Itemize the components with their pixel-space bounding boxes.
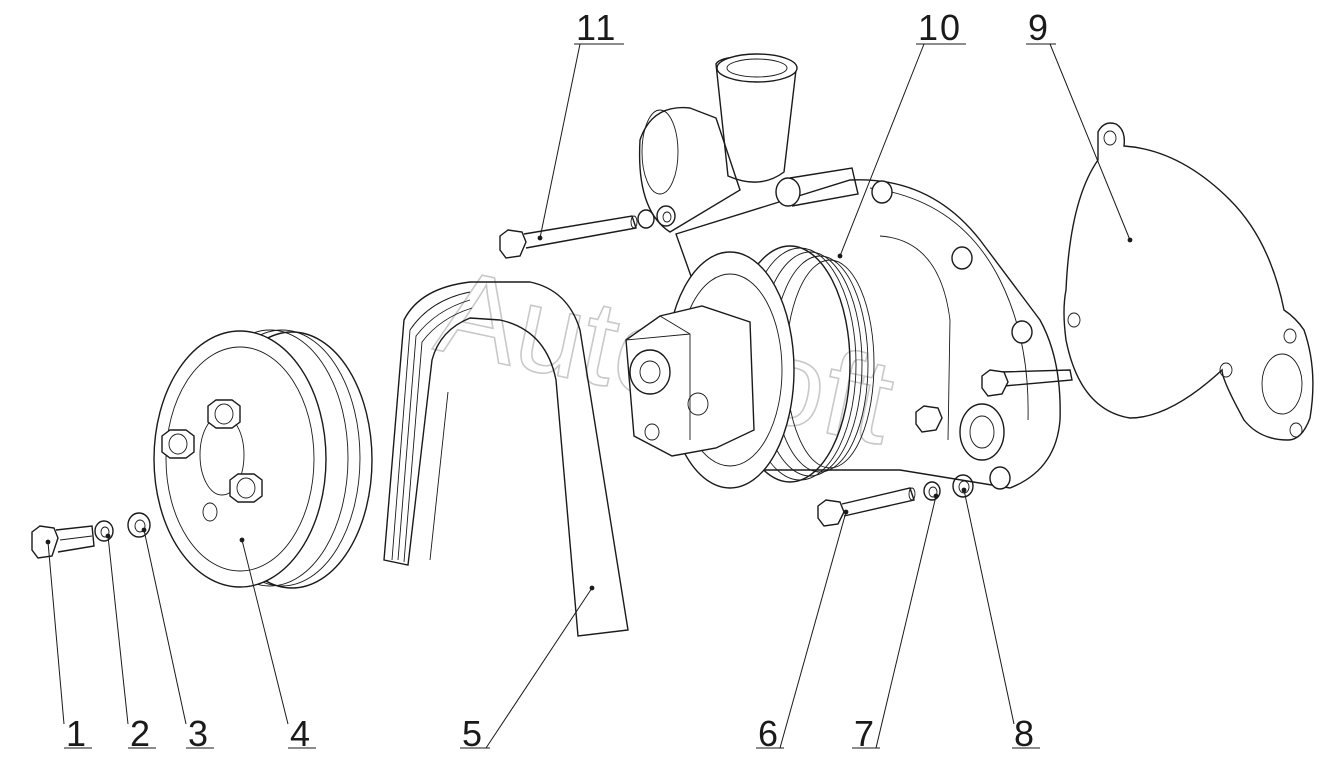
callout-labels: 1 2 3 4 5 6 7 8 9 10 11 <box>66 7 1050 754</box>
bolt-6 <box>817 487 916 527</box>
callout-11: 11 <box>576 7 617 48</box>
flat-washer-8 <box>952 474 974 498</box>
flat-washer-3 <box>127 512 151 538</box>
bolt-1 <box>31 525 95 559</box>
callout-2: 2 <box>130 713 152 754</box>
belt-5 <box>383 281 629 637</box>
callout-9: 9 <box>1028 7 1050 48</box>
lock-washer-7 <box>923 481 941 501</box>
callout-8: 8 <box>1014 713 1036 754</box>
pulley-4 <box>153 329 373 589</box>
callout-5: 5 <box>462 713 484 754</box>
callout-7: 7 <box>854 713 876 754</box>
water-pump-10 <box>625 53 1073 490</box>
callout-10: 10 <box>918 7 962 48</box>
gasket-9 <box>1063 122 1314 441</box>
long-bolt-11 <box>499 205 676 259</box>
callout-6: 6 <box>758 713 780 754</box>
callout-1: 1 <box>66 713 88 754</box>
callout-4: 4 <box>290 713 312 754</box>
leader-lines <box>45 43 1133 749</box>
lock-washer-2 <box>94 520 114 542</box>
callout-3: 3 <box>188 713 210 754</box>
